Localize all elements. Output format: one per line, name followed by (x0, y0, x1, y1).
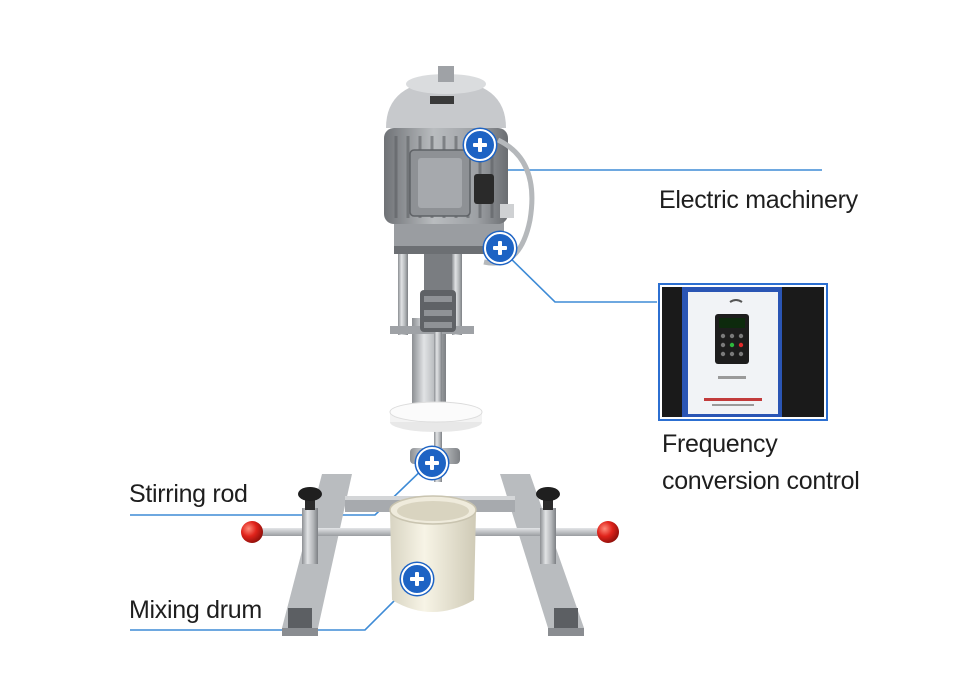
motor (384, 66, 535, 266)
label-stirring-rod: Stirring rod (129, 480, 248, 508)
lid-disc (389, 401, 483, 432)
controller-inset (658, 283, 828, 421)
hotspot-stirring-rod-icon[interactable] (416, 447, 448, 479)
label-mixing-drum: Mixing drum (129, 596, 262, 624)
label-frequency-line1: Frequency (662, 430, 778, 458)
mixing-drum-shape (389, 495, 477, 612)
hotspot-motor-icon[interactable] (464, 129, 496, 161)
leader-line-stirring-rod (130, 461, 431, 516)
red-knob-right (597, 521, 619, 543)
leader-line-controller (499, 247, 657, 303)
hotspot-controller-icon[interactable] (484, 232, 516, 264)
label-electric-machinery: Electric machinery (659, 186, 858, 214)
leader-line-motor (479, 144, 822, 171)
red-knob-left (241, 521, 263, 543)
hotspot-mixing-drum-icon[interactable] (401, 563, 433, 595)
label-frequency-line2: conversion control (662, 467, 860, 495)
